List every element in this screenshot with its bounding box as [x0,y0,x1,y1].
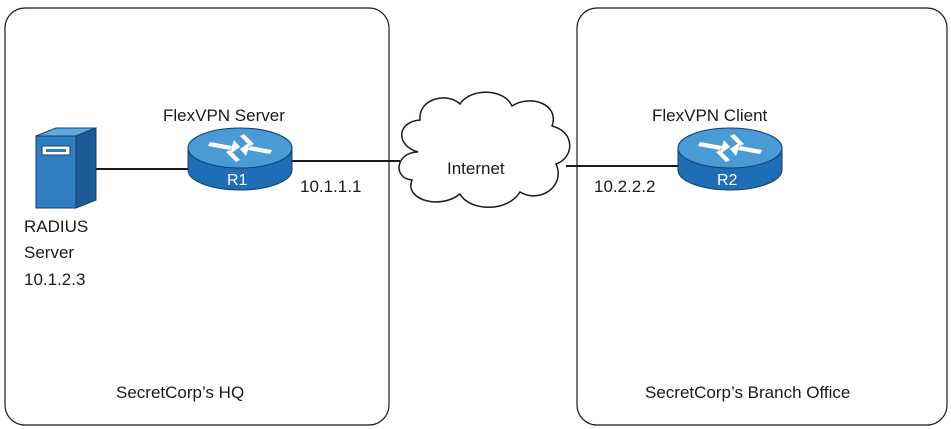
radius-label-line2: Server [24,243,75,262]
r2-name: R2 [717,172,738,189]
site-box-hq [4,7,390,426]
r1-ip: 10.1.1.1 [300,177,362,196]
radius-ip: 10.1.2.3 [24,270,86,289]
server-icon [35,127,97,209]
site-box-branch [576,7,948,426]
r1-title: FlexVPN Server [163,106,285,125]
r2-ip: 10.2.2.2 [594,177,656,196]
r1-name: R1 [227,172,248,189]
internet-label: Internet [447,159,505,178]
cloud-icon [398,91,571,208]
radius-label-line1: RADIUS [24,217,89,236]
site-label-branch: SecretCorp’s Branch Office [645,383,851,402]
site-label-hq: SecretCorp’s HQ [116,383,245,402]
r2-title: FlexVPN Client [652,106,768,125]
